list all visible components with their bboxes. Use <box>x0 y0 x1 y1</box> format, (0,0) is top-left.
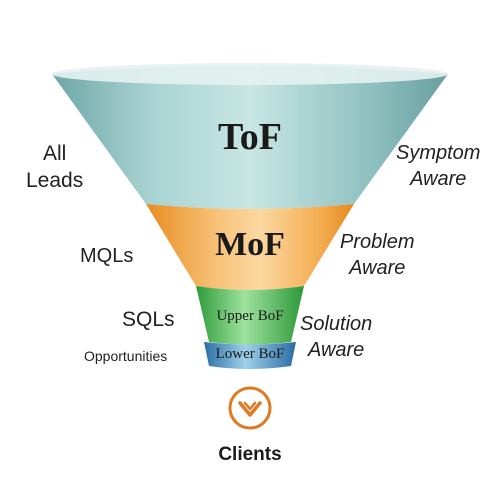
checkmark-circle-icon <box>228 386 272 430</box>
stage-label-tof: ToF <box>217 116 283 158</box>
upper-bof-section <box>196 286 304 345</box>
all-leads-line1: All <box>42 142 67 165</box>
mof-section <box>146 204 354 290</box>
opportunities-label: Opportunities <box>84 348 168 364</box>
problem-aware-line2: Aware <box>349 257 406 279</box>
symptom-aware-line2: Aware <box>410 168 467 190</box>
solution-aware-label: Solution Aware <box>300 311 372 363</box>
clients-label: Clients <box>218 444 282 465</box>
stage-label-mof: MoF <box>215 226 285 263</box>
lower-bof-section <box>204 342 296 369</box>
problem-aware-label: Problem Aware <box>340 229 414 281</box>
all-leads-label: All Leads <box>26 140 83 195</box>
mqls-label: MQLs <box>80 245 134 267</box>
solution-aware-line2: Aware <box>307 339 365 361</box>
sqls-label: SQLs <box>122 308 175 331</box>
problem-aware-line1: Problem <box>340 231 415 253</box>
tof-rim <box>52 63 448 85</box>
stage-label-upper-bof: Upper BoF <box>216 308 284 324</box>
tof-section <box>52 65 448 209</box>
symptom-aware-line1: Symptom <box>396 142 481 164</box>
symptom-aware-label: Symptom Aware <box>396 140 480 192</box>
stage-label-lower-bof: Lower BoF <box>215 346 285 362</box>
all-leads-line2: Leads <box>26 169 84 193</box>
solution-aware-line1: Solution <box>300 313 373 335</box>
